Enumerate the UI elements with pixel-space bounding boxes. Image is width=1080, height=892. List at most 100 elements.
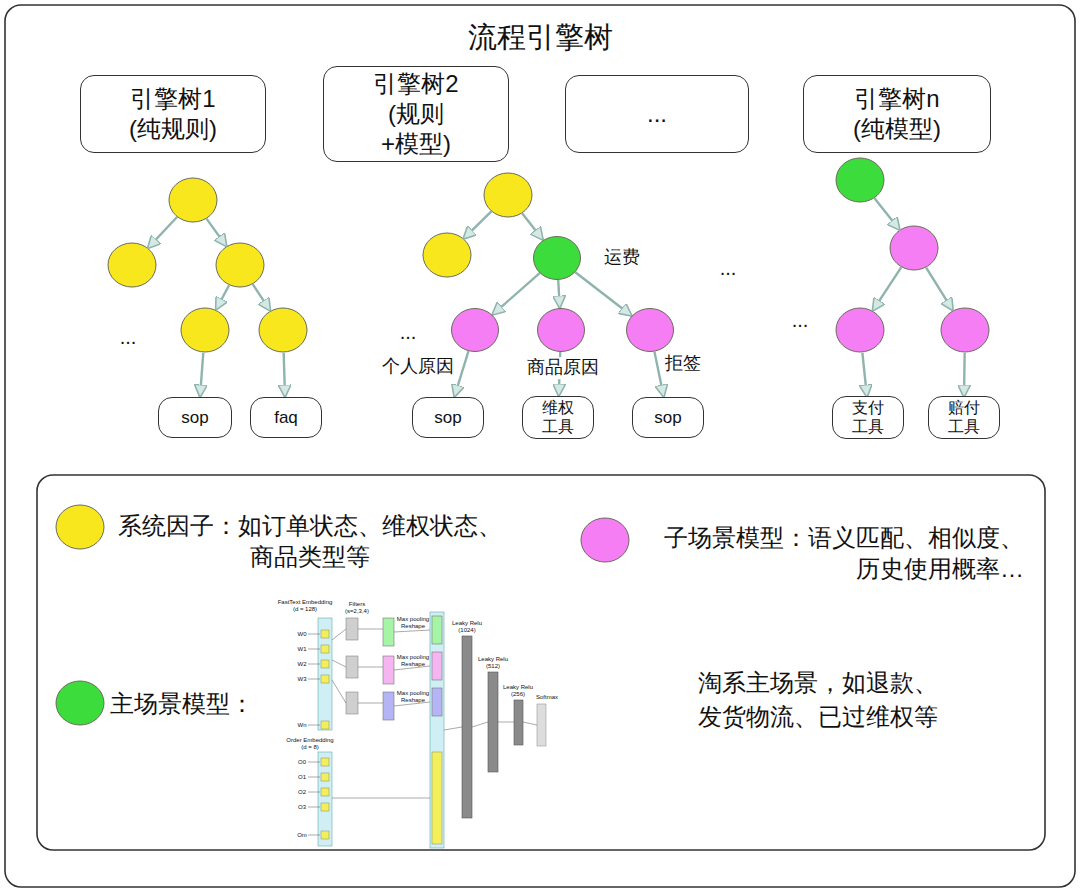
network-label: Filters (s=2,3,4) (342, 601, 372, 614)
network-label: Wn (298, 722, 307, 729)
network-label: Order Embedding (d = 8) (286, 737, 334, 750)
connector-arrow (454, 351, 468, 397)
tree-arrow (463, 211, 491, 239)
network-label: Om (297, 832, 307, 839)
embedding-cell (321, 773, 329, 781)
box-text: sop (181, 407, 208, 428)
ellipsis: ... (120, 326, 137, 348)
network-line (308, 762, 320, 763)
network-label: Softmax (536, 694, 558, 701)
network-line (308, 649, 320, 650)
circle-outline (538, 309, 585, 352)
tree-circle (181, 308, 229, 352)
tree-arrow (963, 353, 966, 397)
network-line (472, 722, 488, 727)
box-text: 引擎树1 (纯规则) (129, 84, 217, 144)
swatch-circle (56, 505, 104, 549)
circle-shape (533, 236, 581, 280)
ellipsis: ... (792, 309, 809, 331)
tool-box: 赔付工具 (928, 396, 1000, 439)
filter-block (346, 618, 358, 640)
network-label: Max pooling Reshape (396, 654, 430, 667)
tree-circle (108, 243, 156, 287)
legend-text: 系统因子：如订单状态、维权状态、商品类型等 (110, 510, 510, 572)
box-text: ... (647, 99, 667, 129)
network-label: FastText Embedding (d = 128) (275, 599, 335, 612)
tree-arrow (874, 198, 899, 230)
dense-layer (462, 636, 472, 818)
order-embedding-column (318, 752, 332, 846)
legend-text: 主场景模型： (110, 688, 254, 719)
embedding-column (318, 618, 332, 730)
network-line (308, 792, 320, 793)
network-line (332, 660, 346, 667)
tree-header-box: 引擎树2 (规则+模型) (323, 66, 509, 162)
tree-arrow (522, 213, 543, 240)
tree-arrow (206, 219, 226, 247)
network-line (444, 727, 462, 730)
ellipsis: ... (400, 321, 417, 343)
embedding-cell (321, 645, 329, 653)
connector-arrow (575, 272, 631, 316)
network-label: W2 (298, 661, 307, 668)
legend-swatch (54, 503, 106, 551)
network-line (332, 798, 430, 799)
network-label: Leaky Relu (1024) (451, 620, 483, 633)
network-line (308, 679, 320, 680)
network-line (523, 722, 537, 725)
network-label: Max pooling Reshape (396, 690, 430, 703)
tree-arrow (200, 353, 203, 397)
leaf-box: sop (632, 397, 704, 438)
network-label: Max pooling Reshape (396, 616, 430, 629)
leaf-box: faq (250, 397, 322, 438)
tree-header-box: ... (565, 75, 749, 153)
box-text: 引擎树n (纯模型) (853, 84, 941, 144)
network-line (498, 722, 514, 723)
concat-segment (432, 688, 442, 716)
filter-block (346, 692, 358, 714)
box-text: 赔付工具 (948, 399, 981, 436)
dense-layer (488, 672, 498, 772)
box-text: 维权工具 (542, 399, 575, 436)
network-label: O3 (298, 804, 306, 811)
network-line (308, 664, 320, 665)
legend-swatch (54, 679, 106, 727)
tree-circle (216, 243, 264, 287)
network-label: O2 (298, 789, 306, 796)
circle-outline (452, 309, 499, 352)
tree-header-box: 引擎树n (纯模型) (803, 75, 991, 153)
circle-label: 个人原因 (380, 356, 456, 378)
box-text: 支付工具 (852, 399, 885, 436)
box-text: 引擎树2 (规则+模型) (373, 69, 458, 159)
tool-box: 维权工具 (522, 396, 594, 439)
swatch-circle (581, 518, 629, 562)
sub-scene-circle: 商品原因 (537, 308, 585, 352)
tool-box: 支付工具 (832, 396, 904, 439)
ellipsis: ... (720, 257, 737, 279)
network-line (308, 807, 320, 808)
embedding-cell (321, 831, 329, 839)
tree-circle (484, 173, 532, 217)
network-line (358, 703, 383, 704)
tree-circle (941, 308, 989, 352)
embedding-cell (321, 758, 329, 766)
network-label: Leaky Relu (256) (502, 684, 534, 697)
tree-arrow (926, 268, 953, 311)
tree-arrow (284, 353, 285, 397)
network-label: W0 (298, 631, 307, 638)
network-line (308, 835, 320, 836)
embedding-cell (321, 721, 329, 729)
tree-header-box: 引擎树1 (纯规则) (80, 75, 266, 153)
circle-shape (451, 308, 499, 352)
network-label: Leaky Relu (512) (477, 656, 509, 669)
main-scene-circle: 运费 (533, 236, 581, 280)
title: 流程引擎树 (468, 18, 613, 58)
tree-arrow (862, 353, 867, 397)
circle-outline (627, 309, 674, 352)
network-line (308, 777, 320, 778)
embedding-cell (321, 675, 329, 683)
legend-text: 子场景模型：语义匹配、相似度、历史使用概率… (652, 522, 1024, 584)
embedding-cell (321, 630, 329, 638)
outer-frame (5, 5, 1075, 887)
